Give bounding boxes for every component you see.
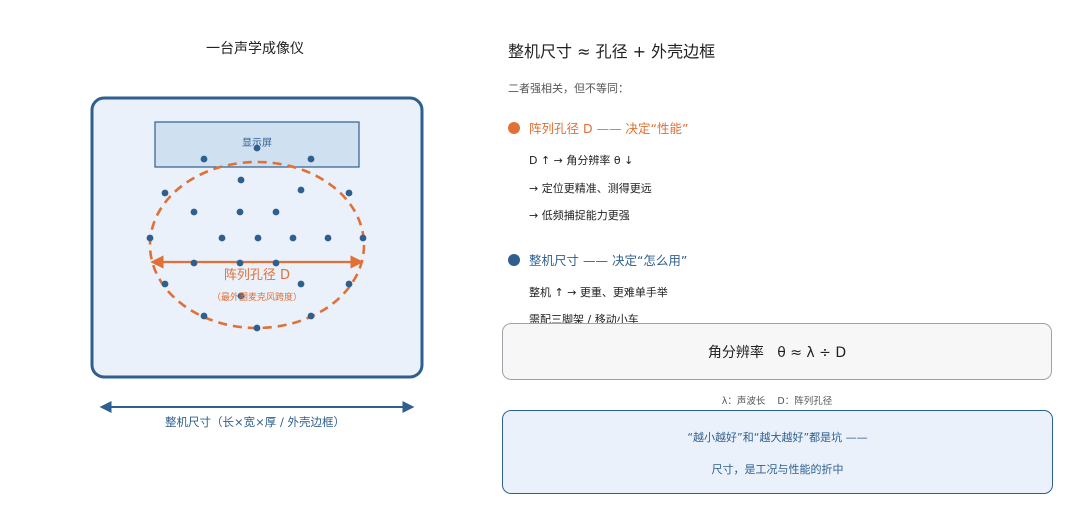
microphone-dot (236, 259, 244, 267)
conclusion-line-2: 尺寸，是工况与性能的折中 (711, 463, 844, 476)
microphone-dot (161, 189, 169, 197)
size-heading-text: 整机尺寸 —— 决定“怎么用” (529, 253, 688, 268)
microphone-dot (345, 189, 353, 197)
microphone-dot (345, 280, 353, 288)
formula-legend: λ：声波长 D：阵列孔径 (721, 396, 833, 407)
microphone-dot (307, 312, 315, 320)
microphone-dot (253, 144, 261, 152)
microphone-dot (359, 234, 367, 242)
main-title: 整机尺寸 ≈ 孔径 + 外壳边框 (508, 42, 716, 61)
aperture-line-1: D ↑ → 角分辨率 θ ↓ (529, 154, 634, 167)
aperture-circle (148, 160, 366, 330)
formula-text: 角分辨率 θ ≈ λ ÷ D (707, 344, 847, 361)
aperture-section-heading: 阵列孔径 D —— 决定“性能” (508, 118, 689, 137)
microphone-dot (253, 324, 261, 332)
microphone-dot (307, 155, 315, 163)
microphone-dot (200, 312, 208, 320)
microphone-dot (272, 259, 280, 267)
device-title: 一台声学成像仪 (206, 41, 304, 57)
microphone-dot (161, 280, 169, 288)
microphone-dot (254, 234, 262, 242)
size-section-heading: 整机尺寸 —— 决定“怎么用” (508, 250, 687, 269)
microphone-dot (272, 208, 280, 216)
aperture-label: 阵列孔径 D (223, 268, 291, 283)
blue-bullet-icon (508, 253, 520, 266)
screen-label: 显示屏 (242, 138, 272, 149)
conclusion-box: “越小越好”和“越大越好”都是坑 —— 尺寸，是工况与性能的折中 (502, 410, 1053, 494)
microphone-dot (297, 186, 305, 194)
display-screen (154, 121, 360, 168)
microphone-dot (237, 176, 245, 184)
microphone-dot (146, 234, 154, 242)
aperture-note: （最外圈麦克风跨度） (211, 293, 302, 303)
aperture-line-2: → 定位更精准、测得更远 (529, 182, 652, 195)
microphone-dot (218, 234, 226, 242)
microphone-dot (190, 208, 198, 216)
microphone-dot (236, 208, 244, 216)
size-line-2: 需配三脚架 / 移动小车 (529, 313, 639, 326)
orange-bullet-icon (508, 121, 520, 134)
aperture-line-3: → 低频捕捉能力更强 (529, 209, 630, 222)
formula-box: 角分辨率 θ ≈ λ ÷ D (502, 323, 1052, 380)
microphone-dot (200, 155, 208, 163)
microphone-dot (237, 292, 245, 300)
microphone-dot (324, 234, 332, 242)
microphone-array (146, 144, 367, 332)
microphone-dot (190, 259, 198, 267)
aperture-heading-text: 阵列孔径 D —— 决定“性能” (529, 121, 689, 136)
dimension-label: 整机尺寸（长×宽×厚 / 外壳边框） (165, 415, 345, 429)
microphone-dot (297, 280, 305, 288)
conclusion-line-1: “越小越好”和“越大越好”都是坑 —— (687, 431, 868, 444)
size-line-1: 整机 ↑ → 更重、更难单手举 (529, 286, 668, 299)
subtitle: 二者强相关，但不等同： (508, 82, 629, 95)
microphone-dot (289, 234, 297, 242)
